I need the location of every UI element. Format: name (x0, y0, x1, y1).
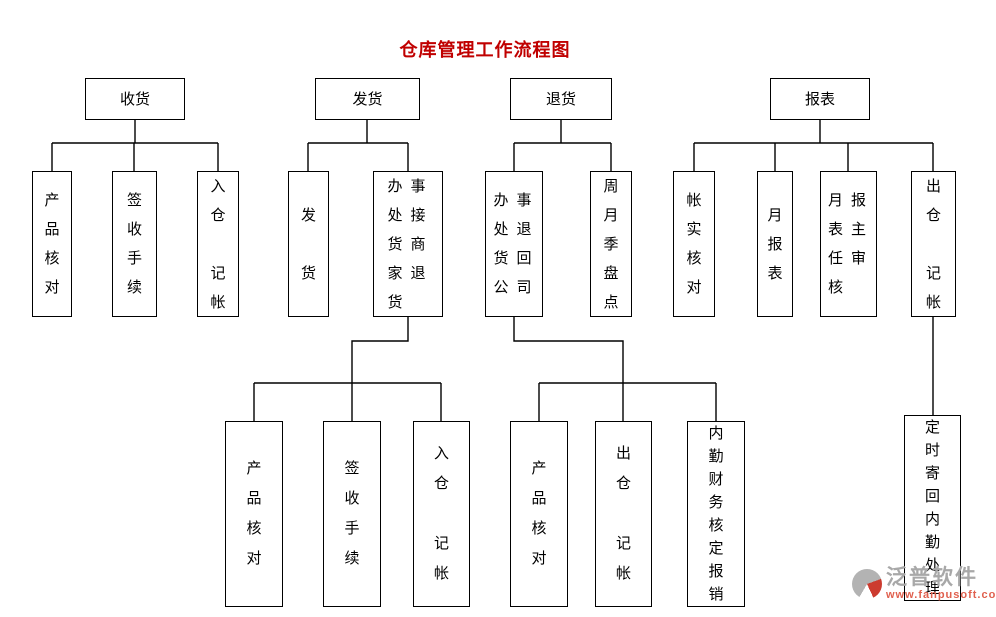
watermark-brand: 泛普软件 (886, 566, 978, 589)
connector-returns-subtree (513, 317, 717, 421)
connector-reports-branch (693, 120, 934, 171)
node-shipping-dispatch: 发 货 (288, 171, 329, 317)
node-receiving-sign-procedure: 签 收 手 续 (112, 171, 157, 317)
connector-receiving-branch (51, 120, 219, 171)
node-returns: 退货 (510, 78, 612, 120)
node-receiving: 收货 (85, 78, 185, 120)
node-shipping-warehouse-entry-ledger: 入 仓 记 帐 (413, 421, 470, 607)
node-receiving-warehouse-entry-ledger: 入 仓 记 帐 (197, 171, 239, 317)
node-reports: 报表 (770, 78, 870, 120)
node-ledger-physical-verify: 帐 实 核 对 (673, 171, 715, 317)
node-office-merchant-returns-intake: 办事 处接 货商 家退 货 (373, 171, 443, 317)
node-backoffice-finance-reimburse: 内 勤 财 务 核 定 报 销 (687, 421, 745, 607)
node-shipping-product-check: 产 品 核 对 (225, 421, 283, 607)
page-title: 仓库管理工作流程图 (399, 40, 571, 60)
node-monthly-report-director-review: 月报 表主 任审 核 (820, 171, 877, 317)
node-outbound-ledger-entry: 出 仓 记 帐 (911, 171, 956, 317)
watermark-url: www.fanpusoft.com (886, 589, 996, 601)
node-returns-outbound-ledger: 出 仓 记 帐 (595, 421, 652, 607)
node-shipping-sign-procedure: 签 收 手 续 (323, 421, 381, 607)
node-shipping: 发货 (315, 78, 420, 120)
node-monthly-report: 月 报 表 (757, 171, 793, 317)
connector-shipping-branch (307, 120, 409, 171)
node-returns-product-check: 产 品 核 对 (510, 421, 568, 607)
node-periodic-stocktake: 周 月 季 盘 点 (590, 171, 632, 317)
node-receiving-product-check: 产 品 核 对 (32, 171, 72, 317)
node-timed-mailback-backoffice: 定 时 寄 回 内 勤 处 理 (904, 415, 961, 601)
node-office-return-to-company: 办事 处退 货回 公司 (485, 171, 543, 317)
watermark: 泛普软件 www.fanpusoft.com (852, 567, 996, 601)
connector-returns-branch (513, 120, 612, 171)
connector-shipping-subtree (253, 317, 442, 421)
fanpu-logo-icon (852, 569, 882, 599)
